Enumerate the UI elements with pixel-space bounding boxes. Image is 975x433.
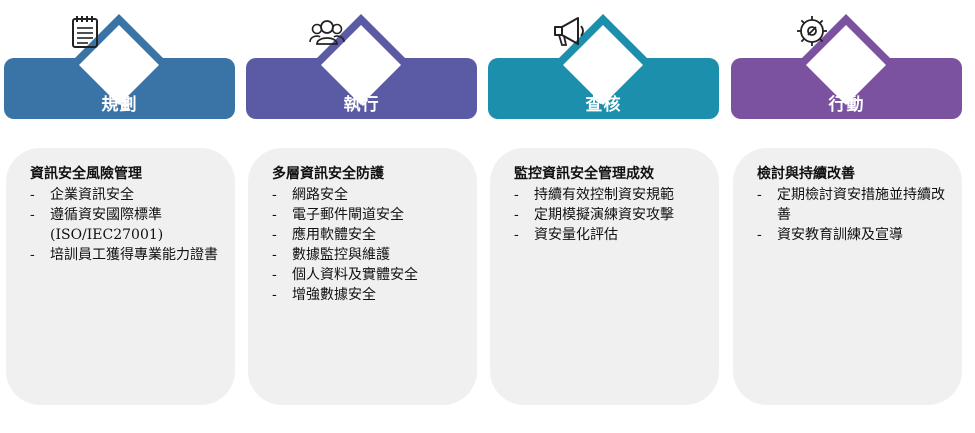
column-execute: 執行 多層資訊安全防護 -網路安全 -電子郵件閘道安全 -應用軟體安全 -數據監… xyxy=(246,0,477,433)
notepad-icon xyxy=(72,16,98,48)
megaphone-icon xyxy=(554,17,584,46)
list-item: -數據監控與維護 xyxy=(272,247,390,263)
diamond-badge xyxy=(550,12,656,118)
list-item: -個人資料及實體安全 xyxy=(272,267,418,283)
card-title: 資訊安全風險管理 xyxy=(30,166,142,182)
diamond-badge xyxy=(793,12,899,118)
header-label-act: 行動 xyxy=(828,95,865,115)
card-title: 多層資訊安全防護 xyxy=(272,166,384,182)
team-icon xyxy=(309,20,345,45)
header-label-plan: 規劃 xyxy=(101,95,138,115)
list-item: -培訓員工獲得專業能力證書 xyxy=(30,247,218,263)
column-act: 行動 檢討與持續改善 -定期檢討資安措施並持續改善 -資安教育訓練及宣導 xyxy=(731,0,962,433)
gear-icon xyxy=(797,16,827,46)
list-item: -遵循資安國際標準(ISO/IEC27001) xyxy=(30,207,164,243)
column-plan: 規劃 資訊安全風險管理 -企業資訊安全 -遵循資安國際標準(ISO/IEC270… xyxy=(4,0,235,433)
card-plan: 資訊安全風險管理 -企業資訊安全 -遵循資安國際標準(ISO/IEC27001)… xyxy=(6,148,235,405)
column-check: 查核 監控資訊安全管理成效 -持續有效控制資安規範 -定期模擬演練資安攻擊 -資… xyxy=(488,0,719,433)
list-item: -企業資訊安全 xyxy=(30,187,134,203)
header-label-execute: 執行 xyxy=(343,95,380,115)
card-check: 監控資訊安全管理成效 -持續有效控制資安規範 -定期模擬演練資安攻擊 -資安量化… xyxy=(490,148,719,405)
list-item: -定期檢討資安措施並持續改善 xyxy=(757,187,945,223)
card-act: 檢討與持續改善 -定期檢討資安措施並持續改善 -資安教育訓練及宣導 xyxy=(733,148,962,405)
header-label-check: 查核 xyxy=(585,95,622,115)
card-title: 監控資訊安全管理成效 xyxy=(514,166,654,182)
list-item: -定期模擬演練資安攻擊 xyxy=(514,207,674,223)
list-item: -增強數據安全 xyxy=(272,287,376,303)
card-title: 檢討與持續改善 xyxy=(757,166,855,182)
list-item: -資安教育訓練及宣導 xyxy=(757,227,903,243)
list-item: -網路安全 xyxy=(272,187,348,203)
list-item: -電子郵件閘道安全 xyxy=(272,207,404,223)
list-item: -資安量化評估 xyxy=(514,227,618,243)
diamond-badge xyxy=(308,12,414,118)
list-item: -應用軟體安全 xyxy=(272,227,376,243)
card-execute: 多層資訊安全防護 -網路安全 -電子郵件閘道安全 -應用軟體安全 -數據監控與維… xyxy=(248,148,477,405)
list-item: -持續有效控制資安規範 xyxy=(514,187,674,203)
diamond-badge xyxy=(66,12,172,118)
